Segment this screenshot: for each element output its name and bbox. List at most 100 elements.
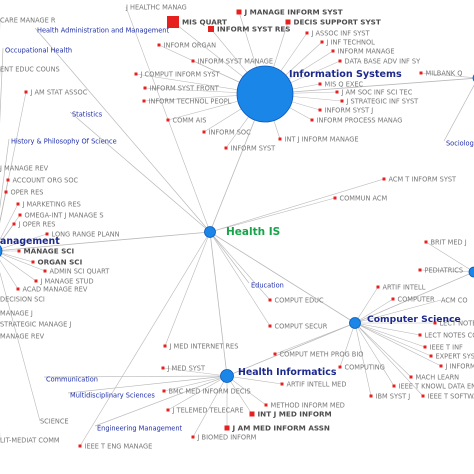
label-j-med-syst: J MED SYST [167, 365, 206, 373]
edge-milbank-q [420, 72, 474, 78]
node-inform-syst[interactable] [224, 146, 228, 150]
node-comm-ais[interactable] [166, 118, 170, 122]
node-int-j-inform-manage[interactable] [278, 137, 282, 141]
edge-health-administration-and-management [34, 27, 211, 233]
node-j-manage-stud[interactable] [34, 279, 38, 283]
node-artif-intell[interactable] [376, 285, 380, 289]
node-j-am-med-inform-assn[interactable] [224, 425, 230, 431]
node-artif-intell-med[interactable] [280, 382, 284, 386]
node-mach-learn[interactable] [409, 375, 413, 379]
node-j-manage-inform-syst[interactable] [236, 9, 242, 15]
node-milbank-q[interactable] [419, 71, 423, 75]
node-inform-technol-peopl[interactable] [142, 99, 146, 103]
node-j-med-syst[interactable] [161, 366, 165, 370]
node-inform-syst-front[interactable] [143, 86, 147, 90]
label-artif-intell: ARTIF INTELL [383, 284, 426, 292]
node-omega-int-j-manage-s[interactable] [18, 213, 22, 217]
node-method-inform-med[interactable] [264, 403, 268, 407]
node-mis-quart[interactable] [167, 16, 179, 28]
node-ieee-t-knowl-data-en[interactable] [392, 384, 396, 388]
node-pediatrics[interactable] [418, 268, 422, 272]
node-ibm-syst-j[interactable] [369, 394, 373, 398]
edge-j-telemed-telecare [167, 375, 228, 411]
node-j-oper-res[interactable] [12, 222, 16, 226]
node-computer[interactable] [391, 297, 395, 301]
node-j-telemed-telecare[interactable] [166, 408, 170, 412]
label-inform-syst-res: INFORM SYST RES [217, 25, 290, 34]
node-j-biomed-inform[interactable] [191, 435, 195, 439]
node-lect-note[interactable] [433, 321, 437, 325]
node-mis-q-exec[interactable] [318, 82, 322, 86]
node-j-marketing-res[interactable] [16, 202, 20, 206]
node-organ-sci[interactable] [31, 260, 35, 264]
label-j-comput-inform-syst: J COMPUT INFORM SYST [140, 71, 221, 79]
edge-hub-his-hi [209, 231, 228, 377]
node-j-am-stat-assoc[interactable] [24, 90, 28, 94]
node-acm-t-inform-syst[interactable] [382, 177, 386, 181]
node-inform-organ[interactable] [157, 43, 161, 47]
label-mis-q-exec: MIS Q EXEC [325, 81, 364, 89]
hub-mg-icon[interactable] [0, 243, 3, 259]
edge-computer [354, 298, 394, 324]
node-inform-syst-manage[interactable] [191, 59, 195, 63]
node-comput-secur[interactable] [268, 324, 272, 328]
hub-hi-icon[interactable] [220, 369, 234, 383]
hub-label-health-is: Health IS [226, 226, 280, 238]
label-inform-syst-front: INFORM SYST FRONT [150, 85, 220, 93]
node-lect-notes-com[interactable] [418, 333, 422, 337]
node-inform-manage[interactable] [331, 49, 335, 53]
node-bmc-med-inform-decis[interactable] [162, 389, 166, 393]
edge-hub-is-r1 [264, 77, 474, 95]
node-long-range-plann[interactable] [45, 232, 49, 236]
node-ieee-t-software-eng[interactable] [421, 394, 425, 398]
node-comput-educ[interactable] [268, 298, 272, 302]
node-computing[interactable] [338, 365, 342, 369]
edge-j-oper-res [0, 223, 15, 244]
node-admin-sci-quart[interactable] [43, 269, 47, 273]
label-brit-med-j: BRIT MED J [431, 239, 467, 247]
node-brit-med-j[interactable] [424, 240, 428, 244]
label-j-am-soc-inf-sci-tec: J AM SOC INF SCI TEC [341, 89, 413, 97]
node-data-base-adv-inf-sy[interactable] [338, 59, 342, 63]
node-comput-meth-prog-bio[interactable] [273, 352, 277, 356]
hub-his-icon[interactable] [204, 226, 216, 238]
node-commun-acm[interactable] [333, 196, 337, 200]
label-inform-syst: INFORM SYST [231, 145, 277, 153]
node-inform-process-manag[interactable] [310, 118, 314, 122]
category-engineering-management: Engineering Management [97, 425, 183, 433]
label-decis-support-syst: DECIS SUPPORT SYST [294, 18, 381, 27]
node-decis-support-syst[interactable] [285, 19, 291, 25]
node-acad-manage-rev[interactable] [16, 287, 20, 291]
edge-j-med-syst [162, 367, 228, 377]
label-comm-ais: COMM AIS [173, 117, 207, 125]
label-j-strategic-inf-syst: J STRATEGIC INF SYST [346, 98, 420, 106]
node-int-j-med-inform[interactable] [249, 411, 255, 417]
hub-cs-icon[interactable] [349, 317, 361, 329]
edge-hub-his-mg [0, 231, 211, 251]
node-j-am-soc-inf-sci-tec[interactable] [335, 90, 339, 94]
node-manage-sci[interactable] [17, 249, 21, 253]
hub-label-health-informatics: Health Informatics [238, 367, 337, 378]
node-inform-soc[interactable] [202, 130, 206, 134]
hub-r2-icon[interactable] [468, 266, 474, 278]
edge-hub-his-cs [209, 231, 356, 324]
node-expert-sys[interactable] [429, 354, 433, 358]
label-comput-meth-prog-bio: COMPUT METH PROG BIO [280, 351, 364, 359]
label-milbank-q: MILBANK Q [426, 70, 463, 78]
node-j-comput-inform-syst[interactable] [134, 72, 138, 76]
node-j-strategic-inf-syst[interactable] [340, 99, 344, 103]
node-j-inform-co[interactable] [439, 364, 443, 368]
node-oper-res[interactable] [4, 190, 8, 194]
hub-is-icon[interactable] [236, 65, 294, 123]
node-ieee-t-eng-manage[interactable] [78, 444, 82, 448]
node-j-med-internet-res[interactable] [163, 344, 167, 348]
label-ieee-t-software-eng: IEEE T SOFTWARE ENG [428, 393, 474, 401]
node-j-assoc-inf-syst[interactable] [305, 31, 309, 35]
node-inform-syst-res[interactable] [208, 26, 214, 32]
hub-label-anagement: anagement [0, 236, 60, 247]
node-j-inf-technol[interactable] [320, 40, 324, 44]
node-account-org-soc[interactable] [6, 178, 10, 182]
node-ieee-t-inf[interactable] [423, 345, 427, 349]
node-inform-syst-j[interactable] [318, 108, 322, 112]
